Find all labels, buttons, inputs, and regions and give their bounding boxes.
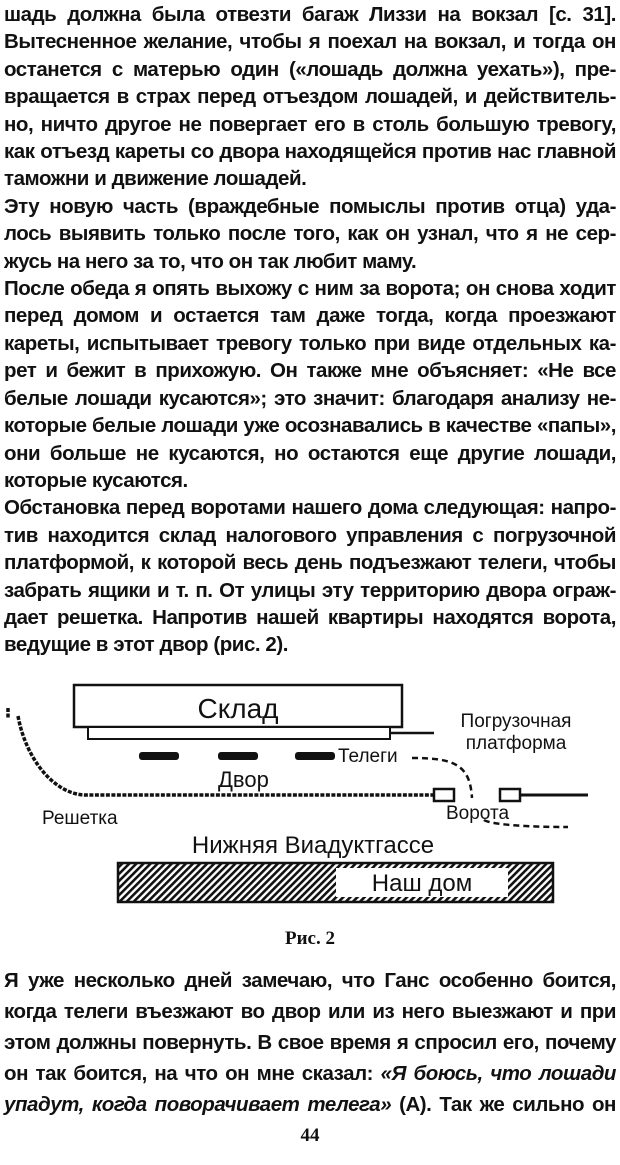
text-line: как отъезд кареты со двора находящейся п… [4,140,616,164]
house-label: Наш дом [372,870,472,897]
text-line: которые белые лошади уже осознавались в … [4,414,616,438]
text-line: забрать ящики и т. п. От улицы эту терри… [4,578,616,602]
text-line: останется с матерью один («лошадь должна… [4,57,616,81]
text-line: этом должны повернуть. В свое время я сп… [4,1031,616,1054]
text-line: рет и бежит в прихожую. Он также мне объ… [4,359,616,383]
gate-label: Ворота [446,803,509,824]
gate-post [432,787,456,803]
body-text-top: шадь должна была отвезти багаж Лиззи на … [4,1,616,659]
street-label: Нижняя Виадуктгассе [192,832,434,859]
fence [6,708,434,797]
platform-label-1: Погрузочная [461,711,572,732]
warehouse-label: Склад [197,693,278,724]
fence-label: Решетка [42,808,118,829]
gate-post [498,787,522,803]
text-line: вращается в страх перед отъездом лошадей… [4,85,616,109]
loading-platform [87,726,391,740]
text-line: кареты, испытывает тревогу только при ви… [4,331,616,355]
text-segment: он так боится, на что он мне сказал: [4,1062,381,1085]
warehouse-box [72,683,404,729]
text-line: белые лошади кусаются»; это значит: благ… [4,386,616,410]
cart [218,752,258,760]
platform-label-2: платформа [466,733,567,754]
text-line: упадут, когда поворачивает телега» (А). … [4,1089,616,1120]
text-line: После обеда я опять выхожу с ним за воро… [4,277,616,301]
body-text-bottom: Я уже несколько дней замечаю, что Ганс о… [4,965,616,1120]
text-line: шадь должна была отвезти багаж Лиззи на … [4,3,616,26]
page-number: 44 [300,1125,320,1146]
text-line: Вытесненное желание, чтобы я поехал на в… [4,30,616,54]
yard-label: Двор [218,767,269,792]
text-line: дает решетка. Напротив нашей квартиры на… [4,605,616,629]
text-line: Я уже несколько дней замечаю, что Ганс о… [4,969,616,992]
text-line: перед домом и остается там даже тогда, к… [4,304,616,328]
text-segment: (А). Так же сильно он [391,1093,616,1116]
quote-italic: «Я боюсь, что лошади [380,1062,617,1085]
text-line: они больше не кусаются, но остаются еще … [4,441,616,465]
quote-italic: упадут, когда поворачивает телега» [4,1093,392,1116]
text-line: когда телеги въезжают во двор или из нег… [4,1000,616,1023]
cart [295,752,335,760]
text-line: платформой, к которой весь день подъезжа… [4,551,616,575]
figure-caption: Рис. 2 [285,928,335,949]
text-line: тив находится склад налогового управлени… [4,523,616,547]
text-line: Эту новую часть (враждебные помыслы прот… [4,194,616,218]
text-line: он так боится, на что он мне сказал: «Я … [4,1058,616,1089]
text-line: Обстановка перед воротами нашего дома сл… [4,496,616,520]
text-line: жусь на него за то, что он так любит мам… [4,249,417,273]
text-line: но, ничто другое не повергает его в стол… [4,112,616,136]
figure-2-diagram: Склад Погрузочная платформа Телеги Двор … [6,683,588,904]
cart-path [411,756,569,829]
text-line: которые кусаются. [4,468,188,492]
text-line: ведущие в этот двор (рис. 2). [4,633,288,657]
text-line: лось выявить только после того, как он у… [4,222,616,246]
cart [139,752,179,760]
carts-label: Телеги [338,746,398,767]
text-line: таможни и движение лошадей. [4,167,307,191]
